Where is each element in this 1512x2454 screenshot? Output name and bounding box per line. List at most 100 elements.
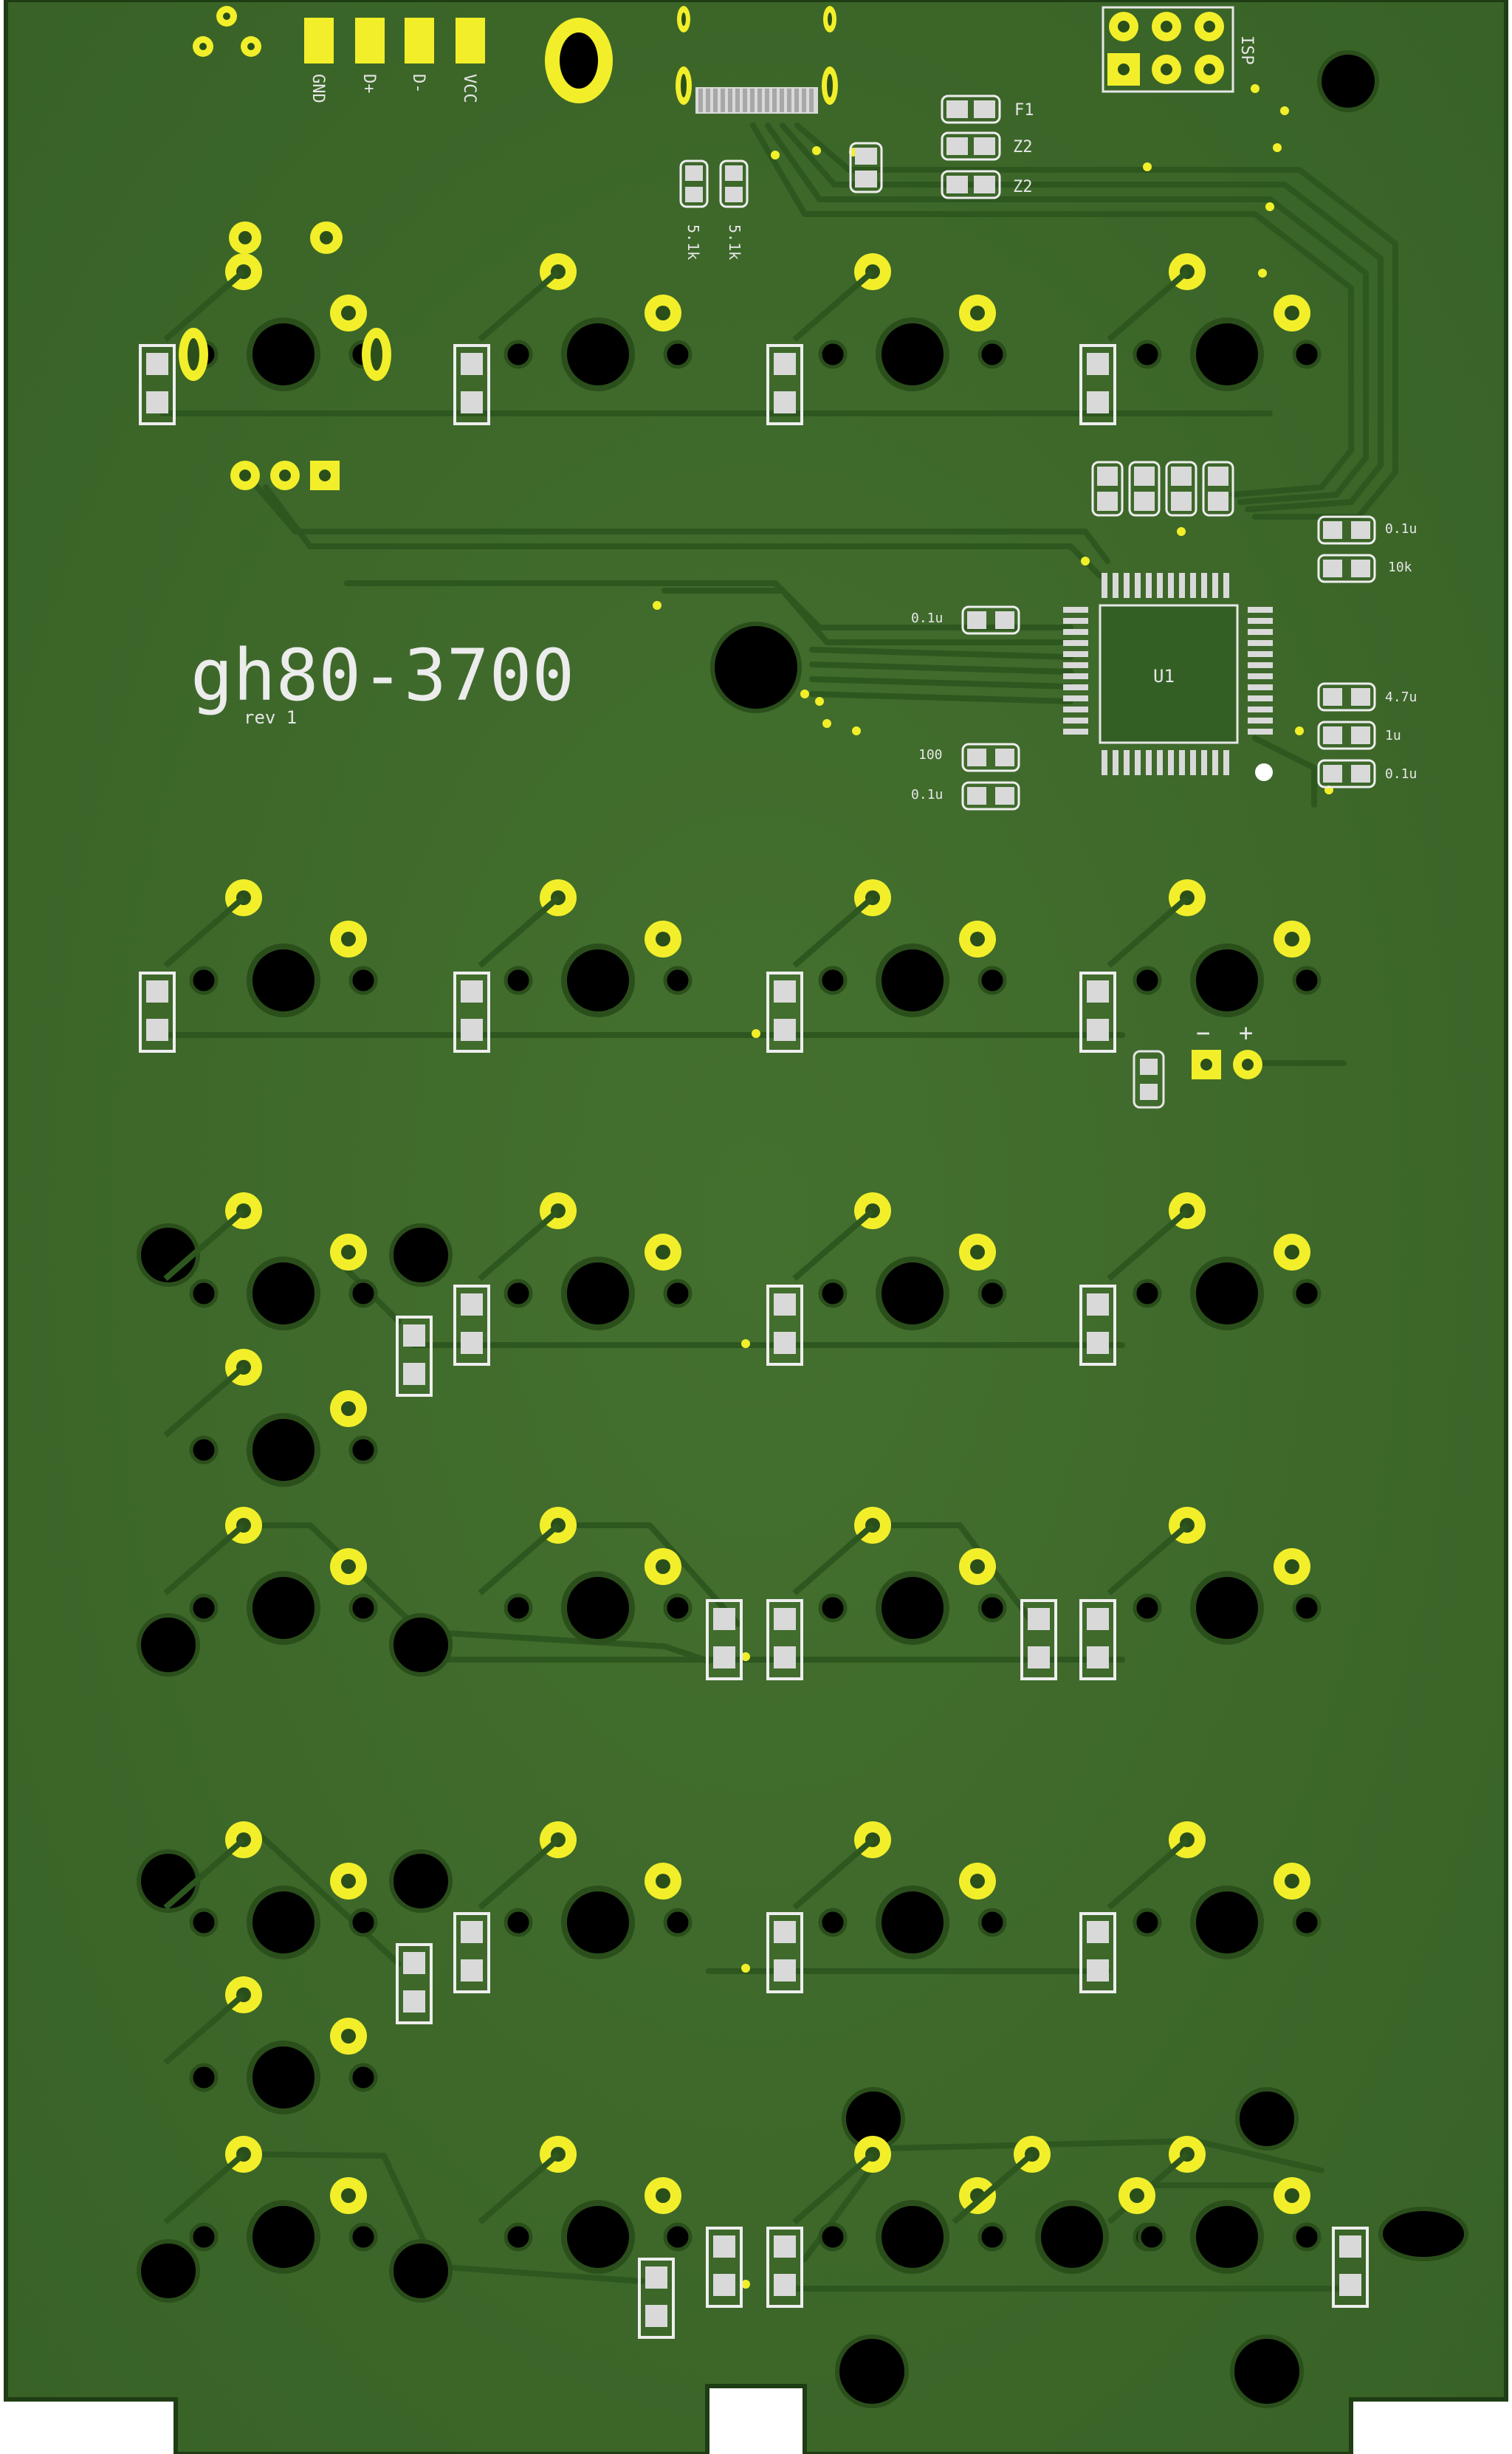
mcu-pin-top-10: [1212, 573, 1218, 598]
mcu-u1: U1: [1063, 573, 1273, 781]
diode-outline: [139, 972, 176, 1053]
switch-trace: [792, 1837, 875, 1911]
switch-peg-right: [1292, 966, 1322, 995]
diode-pad-1: [713, 2235, 735, 2258]
diode-outline: [396, 1316, 433, 1397]
mcu-pin-bottom-8: [1190, 750, 1196, 775]
stabilizer-hole-7: [389, 2239, 453, 2303]
switch-center-hole: [561, 317, 635, 391]
diode-outline: [766, 1285, 803, 1366]
key-switch-26: [952, 2136, 1166, 2274]
mcu-pin-right-8: [1248, 695, 1273, 701]
switch-center-hole: [1190, 1571, 1264, 1645]
switch-center-hole: [247, 1413, 320, 1487]
switch-peg-left: [818, 1908, 848, 1937]
switch-trace: [1107, 269, 1189, 343]
mcu-pin-left-3: [1063, 640, 1088, 646]
led-plus-label: +: [1239, 1019, 1253, 1047]
diode-outline: [1079, 344, 1116, 425]
key-switch-9: [478, 1192, 693, 1330]
cap-10k-pad-b: [1351, 560, 1370, 577]
diode-18: [766, 1912, 803, 1993]
via-3: [1258, 269, 1267, 278]
diode-pad-1: [645, 2266, 667, 2289]
mcu-pin-bottom-4: [1146, 750, 1152, 775]
mcu-pin-bottom-10: [1212, 750, 1218, 775]
diode-pad-2: [774, 391, 796, 413]
switch-peg-right: [348, 1593, 378, 1623]
switch-center-hole: [247, 1571, 320, 1645]
trace-9: [809, 661, 1073, 675]
usb-pin-5: [735, 89, 740, 112]
diode-outline: [1079, 1285, 1116, 1366]
via-18: [741, 2280, 750, 2289]
switch-pin-2-hole: [656, 1245, 670, 1259]
via-0: [812, 146, 821, 155]
mcu-passives: [961, 515, 1376, 811]
switch-pin-2-hole: [970, 1559, 985, 1574]
mcu-pin-right-3: [1248, 640, 1273, 646]
zener-1-pad-b: [974, 137, 995, 155]
switch-trace: [163, 1992, 246, 2066]
diode-pad-1: [774, 1608, 796, 1630]
switch-trace: [792, 895, 875, 969]
switch-center-hole: [247, 317, 320, 391]
switch-peg-left: [1133, 966, 1162, 995]
header-label-dplus: D+: [360, 74, 378, 94]
switch-peg-left: [189, 2222, 219, 2252]
diode-outline: [396, 1943, 433, 2024]
usb-pin-8: [757, 89, 762, 112]
led: − +: [1133, 1019, 1262, 1109]
diode-pad-2: [1028, 1646, 1050, 1668]
fuse-f1-pad-a: [946, 100, 968, 118]
diode-pad-2: [774, 1019, 796, 1041]
diode-pad-1: [1087, 1293, 1109, 1316]
resistor-5k1-a-outline: [679, 159, 709, 208]
key-switch-17: [478, 1821, 693, 1959]
key-switch-14: [792, 1507, 1007, 1645]
key-switch-footprints: [163, 221, 1322, 2274]
switch-trace: [163, 2151, 246, 2225]
switch-peg-left: [1133, 1593, 1162, 1623]
key-switch-7: [1107, 879, 1322, 1017]
diode-7: [1079, 972, 1116, 1053]
mcu-pin-bottom-0: [1102, 750, 1107, 775]
switch-trace: [792, 2151, 875, 2225]
diode-pad-1: [713, 1608, 735, 1630]
cap-0u1-d-pad-a: [967, 787, 986, 805]
diode-0: [139, 344, 176, 425]
diode-6: [766, 972, 803, 1053]
crystal-cap-b-outline: [1128, 461, 1161, 517]
stabilizer-hole-5: [389, 1849, 453, 1913]
switch-trace: [478, 269, 560, 343]
key-switch-10: [792, 1192, 1007, 1330]
diode-19: [1079, 1912, 1116, 1993]
trace-12: [1252, 735, 1317, 808]
via-9: [815, 697, 824, 706]
switch-peg-right: [348, 2222, 378, 2252]
res-100-pad-a: [967, 749, 986, 766]
mcu-pin-top-4: [1146, 573, 1152, 598]
usb-pin-14: [802, 89, 806, 112]
cap-label-4: 4.7u: [1385, 690, 1417, 705]
switch-pin-2-hole: [656, 306, 670, 320]
usb-pin-10: [772, 89, 777, 112]
board-title: gh80-3700: [190, 634, 574, 717]
switch-pin-2-hole: [656, 1874, 670, 1888]
diode-pad-2: [146, 1019, 168, 1041]
zener-1-pad-a: [946, 137, 968, 155]
switch-peg-left: [1133, 1279, 1162, 1308]
diode-pad-2: [1087, 1646, 1109, 1668]
diode-pad-1: [1028, 1608, 1050, 1630]
switch-pin-2-hole: [1130, 2188, 1144, 2203]
key-switch-1: [478, 253, 693, 391]
switch-peg-left: [189, 966, 219, 995]
diode-pad-2: [1087, 1019, 1109, 1041]
cap-label-5: 1u: [1385, 728, 1401, 743]
cap-0u1-a: [1317, 515, 1376, 545]
mcu-pin-left-8: [1063, 695, 1088, 701]
cap-1u-pad-a: [1323, 726, 1342, 744]
cap-4u7: [1317, 682, 1376, 712]
diode-outline: [1079, 1912, 1116, 1993]
mcu-pin-bottom-3: [1135, 750, 1141, 775]
